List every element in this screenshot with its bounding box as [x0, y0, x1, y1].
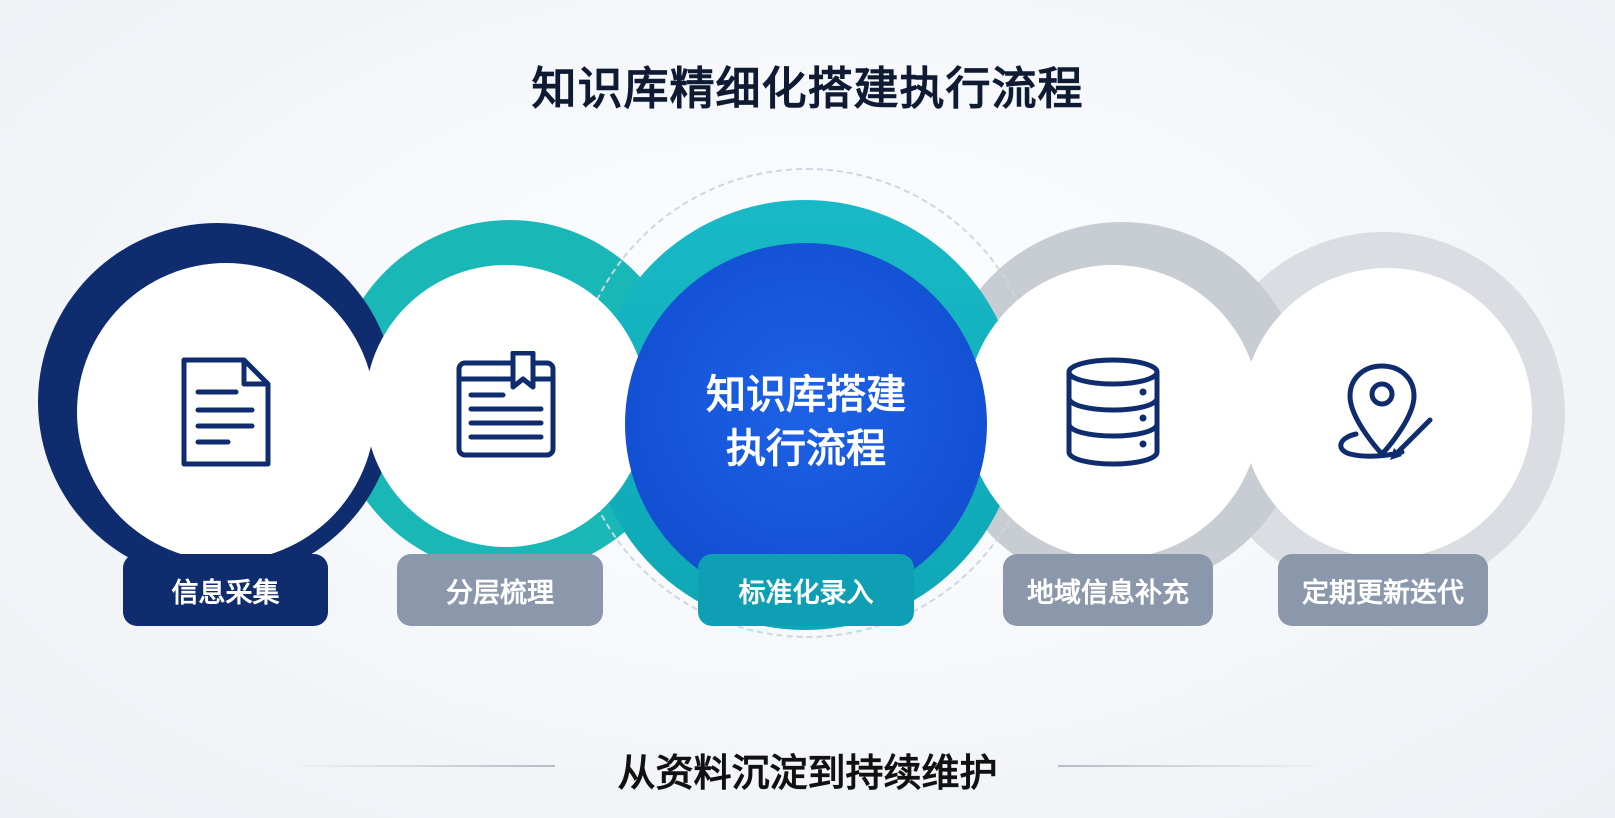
step-1-label: 信息采集	[123, 554, 328, 626]
center-title-line-1: 知识库搭建	[706, 372, 906, 418]
step-3-label: 标准化录入	[698, 554, 914, 626]
step-2-label: 分层梳理	[397, 554, 603, 626]
step-4-label: 地域信息补充	[1003, 554, 1213, 626]
page-title: 知识库精细化搭建执行流程	[531, 62, 1084, 115]
step-3-inner	[625, 243, 987, 605]
database-icon	[1063, 356, 1163, 468]
center-title-line-2: 执行流程	[726, 426, 886, 472]
step-2-inner	[365, 265, 647, 547]
subtitle: 从资料沉淀到持续维护	[617, 751, 998, 795]
step-1-inner	[77, 263, 375, 561]
location-pin-icon	[1332, 358, 1442, 468]
step-4-inner	[966, 265, 1260, 559]
document-icon	[176, 352, 276, 472]
step-5-label: 定期更新迭代	[1278, 554, 1488, 626]
bookmark-document-icon	[451, 351, 561, 461]
subtitle-left-line	[285, 765, 555, 767]
center-title: 知识库搭建 执行流程	[625, 368, 987, 476]
step-5-inner	[1242, 268, 1532, 558]
subtitle-right-line	[1058, 765, 1330, 767]
